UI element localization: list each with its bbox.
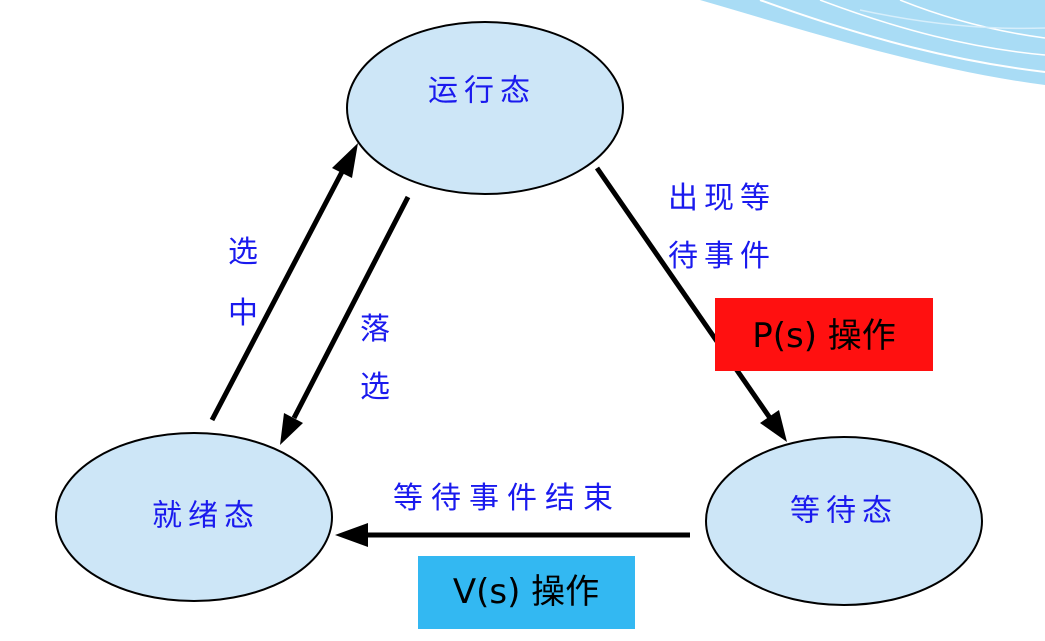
v-operation-box: V(s) 操作 [418, 556, 635, 629]
decorative-swoosh [700, 0, 1045, 85]
p-operation-label: P(s) 操作 [752, 316, 896, 356]
deselect-label-1: 落 [360, 312, 390, 347]
event-done-arrow [335, 523, 690, 547]
p-operation-box: P(s) 操作 [715, 298, 933, 371]
select-arrow [209, 143, 358, 422]
event-done-label: 等待事件结束 [393, 481, 621, 516]
state-running-label: 运行态 [428, 74, 536, 109]
v-operation-label: V(s) 操作 [453, 572, 599, 612]
state-ready-label: 就绪态 [152, 499, 260, 534]
select-label-2: 中 [228, 296, 258, 331]
wait-event-arrow [594, 166, 787, 442]
state-waiting-label: 等待态 [790, 494, 898, 529]
state-running: 运行态 [346, 21, 624, 195]
state-waiting: 等待态 [705, 436, 983, 606]
deselect-arrow [280, 195, 411, 445]
select-label-1: 选 [228, 235, 258, 270]
state-ready: 就绪态 [55, 432, 333, 602]
wait-event-label-2: 待事件 [668, 239, 776, 274]
wait-event-label-1: 出现等 [668, 181, 776, 216]
deselect-label-2: 选 [360, 370, 390, 405]
